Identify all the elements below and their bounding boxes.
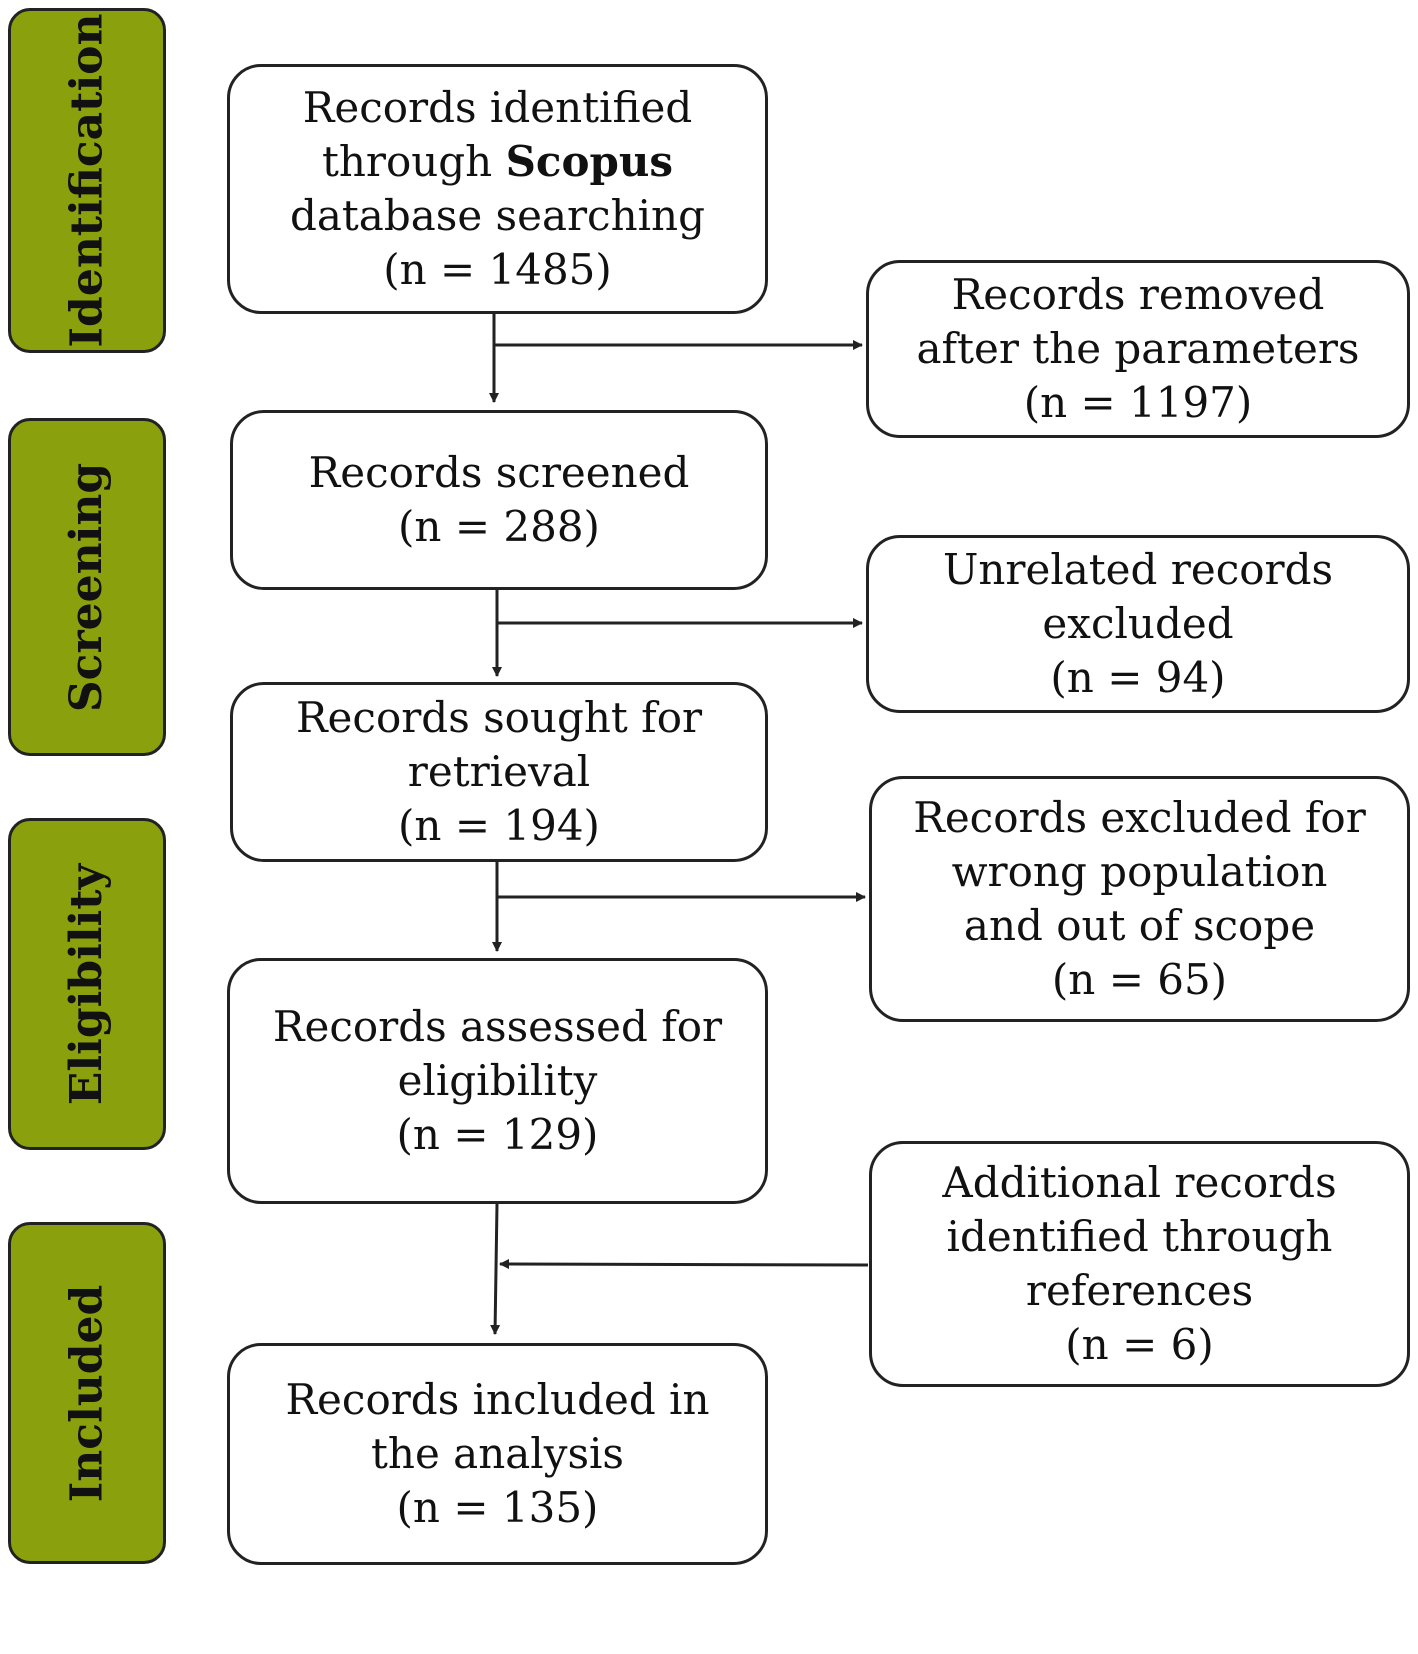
box-unrelated-excluded-count: (n = 94) — [1050, 653, 1226, 702]
box-records-screened: Records screened (n = 288) — [230, 410, 768, 590]
stage-identification: Identification — [8, 8, 166, 353]
box-additional-records-line3: references — [1025, 1266, 1254, 1315]
stage-screening: Screening — [8, 418, 166, 756]
box-records-removed-line2: after the parameters — [916, 324, 1360, 373]
stage-eligibility: Eligibility — [8, 818, 166, 1150]
box-additional-records-count: (n = 6) — [1065, 1320, 1214, 1369]
box-records-assessed-line1: Records assessed for — [272, 1002, 723, 1051]
box-records-sought-count: (n = 194) — [398, 801, 600, 850]
box-records-identified-line2: through Scopus — [322, 135, 673, 189]
scopus-label: Scopus — [505, 137, 674, 186]
box-records-sought-line2: retrieval — [407, 747, 591, 796]
box-wrong-population-line3: and out of scope — [963, 901, 1316, 950]
box-records-assessed-line2: eligibility — [397, 1056, 598, 1105]
box-records-identified-line2-text: through — [321, 137, 506, 186]
box-records-included-line2: the analysis — [371, 1429, 624, 1478]
box-unrelated-excluded: Unrelated records excluded (n = 94) — [866, 535, 1410, 713]
box-additional-records-line2: identified through — [946, 1212, 1333, 1261]
box-unrelated-excluded-line2: excluded — [1042, 599, 1234, 648]
box-wrong-population-count: (n = 65) — [1051, 955, 1228, 1004]
box-records-included: Records included in the analysis (n = 13… — [227, 1343, 768, 1565]
box-records-sought-line1: Records sought for — [295, 693, 703, 742]
box-records-sought: Records sought for retrieval (n = 194) — [230, 682, 768, 862]
box-records-identified-line1: Records identified — [302, 83, 693, 132]
box-records-removed-line1: Records removed — [951, 270, 1325, 319]
box-records-screened-line1: Records screened — [308, 448, 690, 497]
box-wrong-population-line1: Records excluded for — [913, 793, 1366, 842]
box-unrelated-excluded-line1: Unrelated records — [942, 545, 1334, 594]
box-records-included-line1: Records included in — [285, 1375, 710, 1424]
box-records-identified-line3: database searching — [290, 191, 705, 240]
box-records-assessed: Records assessed for eligibility (n = 12… — [227, 958, 768, 1204]
box-additional-records-line1: Additional records — [942, 1158, 1337, 1207]
box-wrong-population-line2: wrong population — [951, 847, 1328, 896]
box-records-included-count: (n = 135) — [396, 1483, 599, 1532]
box-records-identified-count: (n = 1485) — [383, 245, 612, 294]
box-records-removed: Records removed after the parameters (n … — [866, 260, 1410, 438]
arrow-from-additional — [499, 1259, 869, 1270]
box-records-screened-count: (n = 288) — [398, 502, 600, 551]
box-additional-records: Additional records identified through re… — [869, 1141, 1410, 1387]
arrow-assessed-to-included — [490, 1203, 501, 1335]
stage-included: Included — [8, 1222, 166, 1564]
box-records-removed-count: (n = 1197) — [1023, 378, 1253, 427]
box-records-identified: Records identified through Scopus databa… — [227, 64, 768, 314]
box-wrong-population: Records excluded for wrong population an… — [869, 776, 1410, 1022]
box-records-assessed-count: (n = 129) — [396, 1110, 599, 1159]
